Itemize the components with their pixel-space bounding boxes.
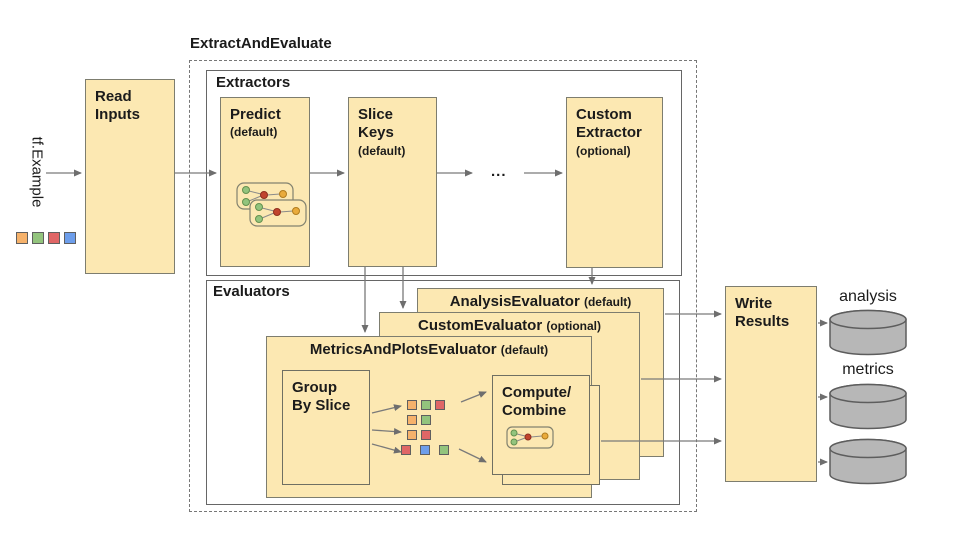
extractors-ellipsis: ...: [491, 163, 507, 180]
custom-extractor-line1: Custom: [576, 106, 632, 123]
compute-combine-line1: Compute/: [502, 384, 572, 401]
slice-keys-node: Slice Keys (default): [348, 97, 437, 267]
diagram-title: ExtractAndEvaluate: [190, 35, 332, 52]
metrics-and-plots-evaluator-name: MetricsAndPlotsEvaluator: [309, 341, 497, 358]
evaluators-label: Evaluators: [213, 283, 290, 300]
extract-and-evaluate-group: [189, 60, 697, 512]
orange-data-square: [407, 415, 417, 425]
write-results-line1: Write: [735, 295, 773, 312]
red-data-square: [435, 400, 445, 410]
database-cylinder-icon: [829, 309, 907, 356]
read-inputs-line1: Read: [95, 88, 132, 105]
slice-keys-line1: Slice: [358, 106, 394, 123]
slice-row: [401, 415, 449, 425]
custom-evaluator-name: CustomEvaluator: [417, 317, 543, 334]
orange-data-square: [16, 232, 28, 244]
read-inputs-line2: Inputs: [95, 106, 140, 124]
predict-model-icon: [236, 182, 307, 227]
compute-combine-line2: Combine: [502, 402, 567, 420]
orange-data-square: [407, 430, 417, 440]
analysis-evaluator-name: AnalysisEvaluator: [449, 293, 580, 310]
custom-evaluator-qualifier: (optional): [546, 319, 602, 333]
metrics-and-plots-evaluator-qualifier: (default): [500, 343, 549, 357]
slice-row: [401, 430, 449, 440]
slice-keys-line2: Keys: [358, 124, 394, 142]
read-inputs-node: Read Inputs: [85, 79, 175, 274]
analysis-store-label: analysis: [839, 288, 897, 305]
slice-keys-qualifier: (default): [358, 143, 406, 158]
custom-extractor-line2: Extractor: [576, 124, 642, 142]
green-data-square: [32, 232, 44, 244]
group-by-slice-line1: Group: [292, 379, 337, 396]
write-results-line2: Results: [735, 313, 790, 331]
predict-label: Predict: [230, 106, 281, 123]
custom-extractor-qualifier: (optional): [576, 143, 631, 158]
combine-model-icon: [506, 426, 554, 449]
predict-qualifier: (default): [230, 125, 278, 140]
database-cylinder-icon: [829, 383, 907, 430]
green-data-square: [439, 445, 449, 455]
blue-data-square: [420, 445, 430, 455]
compute-combine-node: Compute/ Combine: [492, 375, 590, 475]
red-data-square: [48, 232, 60, 244]
sliced-data-grid: [401, 400, 449, 460]
orange-data-square: [407, 400, 417, 410]
green-data-square: [421, 400, 431, 410]
blue-data-square: [64, 232, 76, 244]
analysis-evaluator-qualifier: (default): [583, 295, 632, 309]
custom-extractor-node: Custom Extractor (optional): [566, 97, 663, 268]
green-data-square: [421, 415, 431, 425]
predict-node: Predict (default): [220, 97, 310, 267]
extractors-label: Extractors: [216, 74, 291, 91]
metrics-store-label: metrics: [842, 361, 894, 378]
slice-row: [401, 400, 449, 410]
group-by-slice-node: Group By Slice: [282, 370, 370, 485]
group-by-slice-line2: By Slice: [292, 397, 351, 415]
write-results-node: Write Results: [725, 286, 817, 482]
input-squares: [16, 232, 76, 244]
red-data-square: [421, 430, 431, 440]
database-cylinder-icon: [829, 438, 907, 485]
